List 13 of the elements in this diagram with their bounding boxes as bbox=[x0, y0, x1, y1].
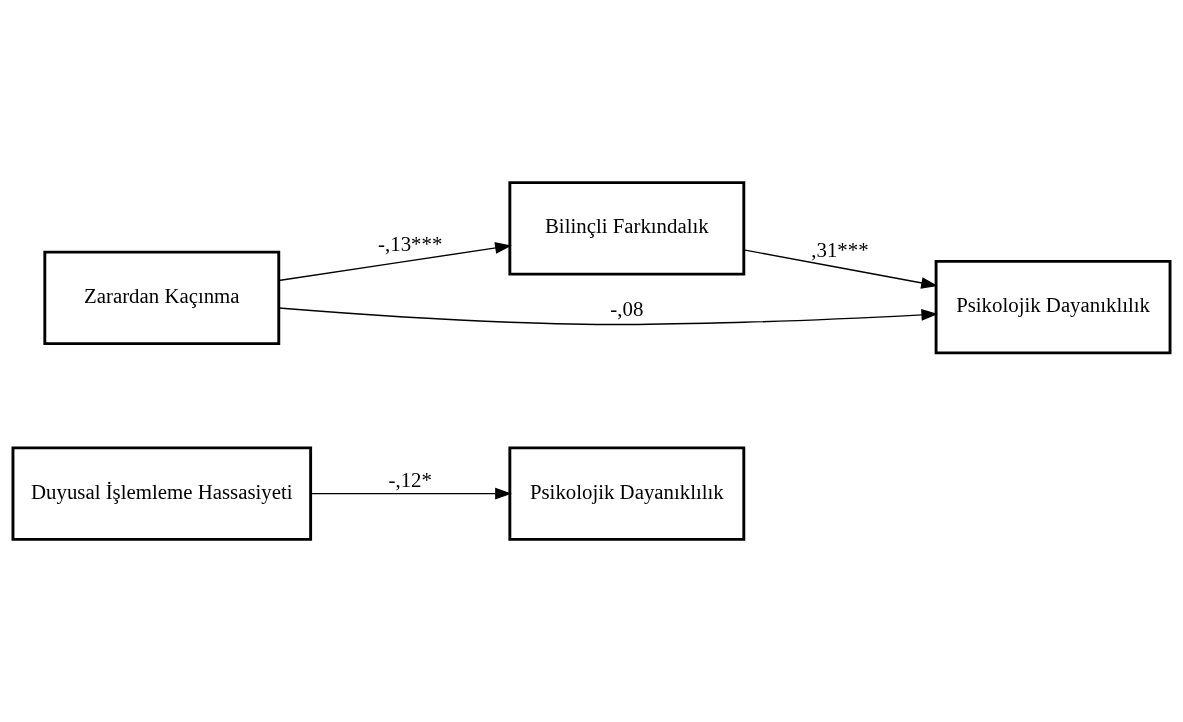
arrow bbox=[743, 249, 938, 289]
edge-label: -,13*** bbox=[378, 231, 443, 256]
arrow bbox=[278, 307, 939, 326]
node-box: Psikolojik Dayanıklılık bbox=[508, 446, 746, 541]
node-box: Duyusal İşlemleme Hassasiyeti bbox=[11, 446, 313, 541]
edge-label: -,12* bbox=[388, 468, 432, 493]
arrow bbox=[309, 487, 512, 500]
edge-label: ,31*** bbox=[811, 237, 869, 262]
arrow bbox=[278, 242, 512, 282]
node-box: Bilinçli Farkındalık bbox=[508, 181, 746, 276]
node-box: Zarardan Kaçınma bbox=[43, 250, 281, 346]
edge-label: -,08 bbox=[610, 296, 644, 321]
node-box: Psikolojik Dayanıklılık bbox=[934, 259, 1172, 355]
